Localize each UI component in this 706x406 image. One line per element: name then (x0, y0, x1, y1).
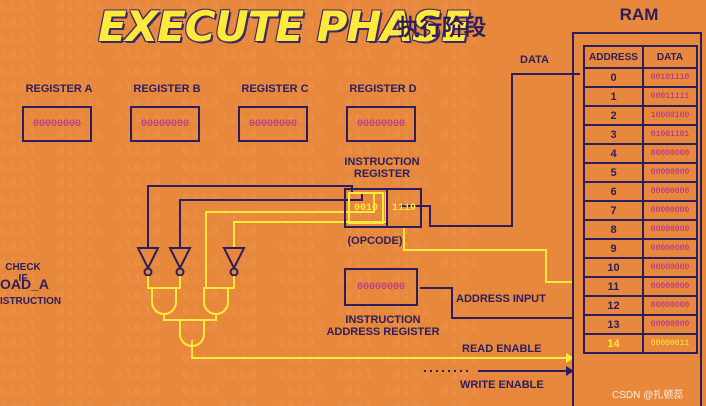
and-gate (151, 287, 177, 315)
ram-address-cell: 8 (583, 219, 644, 240)
not-gate (136, 247, 160, 277)
and-gate (179, 319, 205, 347)
ram-address-cell: 9 (583, 238, 644, 259)
ram-data-cell: 00000000 (642, 143, 698, 164)
ram-title: RAM (619, 5, 659, 24)
write-enable-label: WRITE ENABLE (460, 379, 544, 391)
ram-data-cell: 00101110 (642, 67, 698, 88)
register-a: 00000000 (22, 106, 92, 142)
ram-address-cell: 5 (583, 162, 644, 183)
ram-address-cell: 0 (583, 67, 644, 88)
gate-wire (147, 276, 181, 289)
instruction-address-register: 00000000 (344, 268, 418, 306)
ram-address-cell: 14 (583, 333, 644, 354)
ram-address-cell: 2 (583, 105, 644, 126)
ram-address-cell: 12 (583, 295, 644, 316)
ram-data-cell: 00000000 (642, 257, 698, 278)
address-input-wire (420, 287, 572, 319)
opcode-bits: 0010 (348, 192, 384, 224)
gate-wire (163, 314, 217, 321)
ram-header-data: DATA (642, 45, 698, 69)
ram-data-cell: 00000000 (642, 200, 698, 221)
not-gate (168, 247, 192, 277)
register-d: 00000000 (346, 106, 416, 142)
check-label-line1: CHECK IF (5, 262, 41, 284)
read-enable-label: READ ENABLE (462, 343, 542, 355)
instruction-register: 0010 1110 (344, 188, 422, 228)
not-gate (222, 247, 246, 277)
instruction-register-label: INSTRUCTION REGISTER (334, 156, 430, 180)
ram-data-cell: 00000000 (642, 276, 698, 297)
ram-data-cell: 01001101 (642, 124, 698, 145)
ram-address-cell: 1 (583, 86, 644, 107)
ram-address-cell: 11 (583, 276, 644, 297)
and-gate (203, 287, 229, 315)
ram-data-cell: 10000100 (642, 105, 698, 126)
iar-label-line2: ADDRESS REGISTER (326, 326, 440, 338)
opcode-bit-wire (179, 192, 363, 248)
operand-bits: 1110 (386, 190, 420, 226)
ram-address-cell: 10 (583, 257, 644, 278)
opcode-bit-wire-active (205, 192, 375, 288)
address-input-label: ADDRESS INPUT (456, 293, 546, 305)
instruction-register-label-line1: INSTRUCTION (344, 156, 420, 168)
read-enable-arrowhead (566, 353, 574, 363)
ram-data-cell: 00000000 (642, 181, 698, 202)
ram-data-cell: 00000000 (642, 219, 698, 240)
register-c: 00000000 (238, 106, 308, 142)
check-label-line2: OAD_A (0, 276, 50, 292)
ram-address-cell: 13 (583, 314, 644, 335)
ram-data-cell: 00000011 (642, 333, 698, 354)
opcode-bit-wire (147, 185, 353, 248)
ram-data-cell: 00000000 (642, 238, 698, 259)
iar-label-line1: INSTRUCTION (345, 314, 421, 326)
ram-address-cell: 4 (583, 143, 644, 164)
ram-data-cell: 00011111 (642, 86, 698, 107)
write-enable-arrowhead (566, 366, 574, 376)
page-title-chinese: 执行阶段 (398, 16, 487, 41)
gate-wire (226, 276, 235, 289)
data-bus-wire (400, 73, 580, 227)
register-c-label: REGISTER C (241, 83, 309, 95)
instruction-address-register-label: INSTRUCTION ADDRESS REGISTER (318, 314, 448, 338)
ram-address-cell: 3 (583, 124, 644, 145)
ram-header-address: ADDRESS (583, 45, 644, 69)
register-b: 00000000 (130, 106, 200, 142)
ram-panel (572, 32, 702, 406)
watermark: CSDN @扎顿蕊 (612, 390, 684, 401)
register-d-label: REGISTER D (349, 83, 417, 95)
instruction-register-label-line2: REGISTER (353, 168, 411, 180)
register-a-label: REGISTER A (25, 83, 93, 95)
ram-address-cell: 6 (583, 181, 644, 202)
ram-address-cell: 7 (583, 200, 644, 221)
ram-data-cell: 00000000 (642, 295, 698, 316)
ram-data-cell: 00000000 (642, 162, 698, 183)
operand-address-wire-active (403, 228, 572, 283)
opcode-label: (OPCODE) (347, 235, 403, 247)
data-signal-label: DATA (520, 54, 549, 66)
ram-data-cell: 00000000 (642, 314, 698, 335)
register-b-label: REGISTER B (133, 83, 201, 95)
check-label-line3: ISTRUCTION (0, 296, 62, 307)
page-title: EXECUTE PHASE (98, 2, 470, 51)
